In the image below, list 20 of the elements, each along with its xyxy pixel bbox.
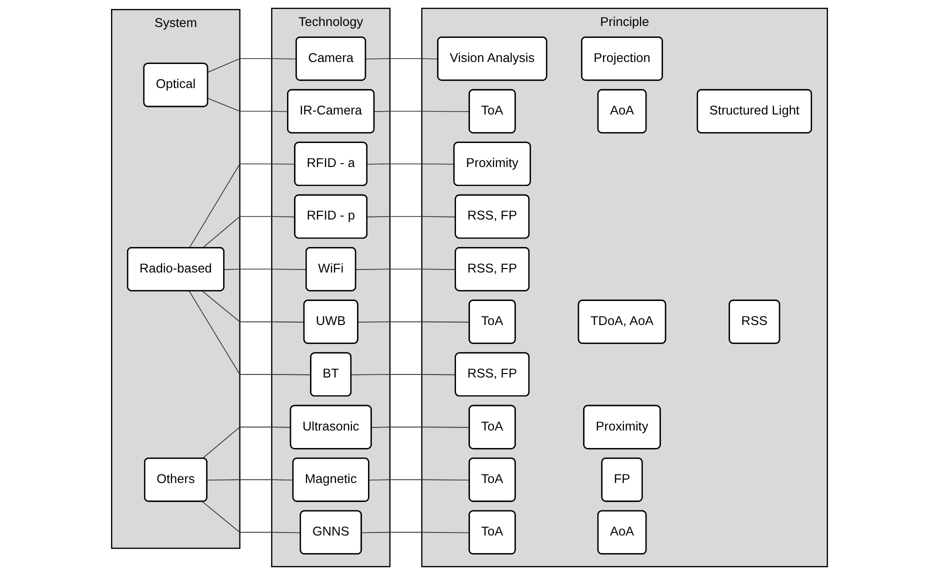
connector	[365, 58, 439, 60]
connector	[202, 216, 296, 248]
connector	[188, 290, 312, 376]
connector	[208, 58, 297, 73]
connector	[202, 501, 302, 534]
connector	[356, 268, 456, 270]
connector	[350, 374, 456, 376]
connector	[366, 164, 455, 165]
connector	[206, 479, 294, 480]
connector	[188, 164, 296, 248]
connector	[366, 216, 456, 218]
connector	[361, 532, 470, 534]
connector	[374, 110, 470, 112]
connector	[358, 321, 470, 323]
connector	[208, 98, 288, 112]
connector	[202, 290, 305, 323]
connector	[371, 426, 470, 428]
connector	[224, 268, 307, 270]
connector	[202, 426, 292, 459]
connector	[368, 479, 470, 480]
